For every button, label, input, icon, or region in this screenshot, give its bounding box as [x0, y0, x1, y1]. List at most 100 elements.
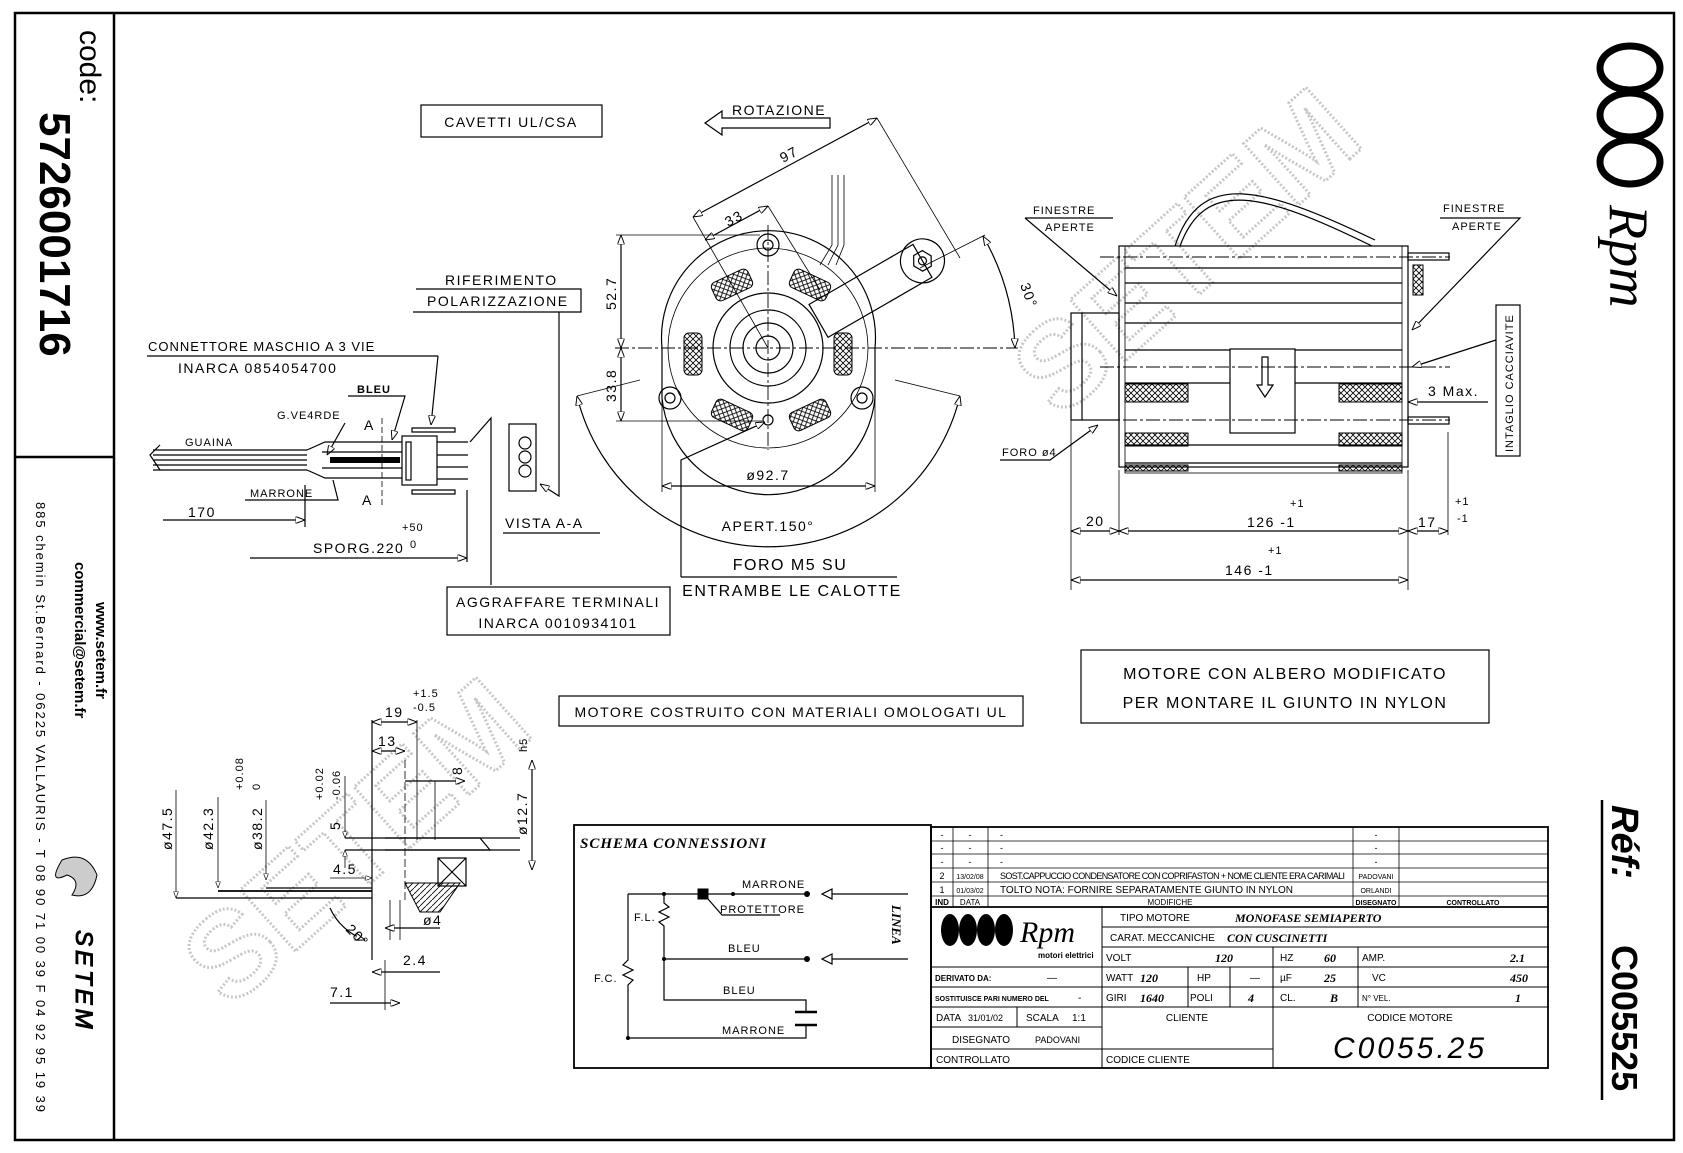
- drawing-label: INTAGLIO CACCIAVITE: [1504, 314, 1516, 452]
- drawing-label: +1.5: [413, 688, 439, 700]
- email-link[interactable]: commercial@setem.fr: [71, 562, 88, 719]
- drawing-label: —: [1250, 973, 1260, 984]
- drawing-label: 3 Max.: [1428, 383, 1479, 399]
- drawing-label: APERTE: [1045, 222, 1095, 234]
- connector-body: [401, 427, 468, 495]
- drawing-label: CODICE MOTORE: [1367, 1013, 1453, 1024]
- drawing-label: 450: [1509, 971, 1528, 985]
- rotation-indicator: ROTAZIONE: [703, 102, 831, 137]
- drawing-label: 2.1: [1509, 951, 1525, 965]
- motor-code: C0055.25: [1333, 1032, 1487, 1065]
- drawing-label: 33.8: [603, 369, 619, 402]
- drawing-label: LINEA: [889, 904, 904, 945]
- drawing-label: 4: [1247, 991, 1254, 1005]
- drawing-label: 0: [410, 539, 417, 551]
- drawing-label: IND: [935, 898, 949, 907]
- drawing-label: 97: [777, 143, 801, 166]
- drawing-border: [13, 11, 1676, 1142]
- drawing-label: MOTORE CON ALBERO MODIFICATO: [1123, 666, 1447, 683]
- drawing-label: SETEM: [70, 930, 97, 1033]
- drawing-label: 5: [327, 821, 343, 830]
- drawing-label: FINESTRE: [1033, 205, 1095, 217]
- rpm-logo-rings: [1596, 42, 1664, 188]
- drawing-label: MARRONE: [722, 1025, 785, 1037]
- drawing-label: -: [969, 843, 972, 853]
- drawing-label: PER MONTARE IL GIUNTO IN NYLON: [1123, 695, 1448, 712]
- drawing-label: N° VEL.: [1362, 994, 1391, 1003]
- drawing-label: GIRI: [1106, 993, 1127, 1004]
- ref-label: Réf:: [1603, 805, 1645, 879]
- revision-table: - - - - - - - - - - - - 2 13/02/08 SOST.…: [930, 826, 1549, 1069]
- left-strip: code: 5726001716 www.setem.fr commercial…: [15, 13, 116, 1140]
- drawing-label: -: [1000, 857, 1003, 867]
- drawing-label: 13: [378, 733, 397, 749]
- connector-detail: RIFERIMENTO POLARIZZAZIONE CONNETTORE MA…: [147, 272, 671, 636]
- drawing-label: APERT.150°: [722, 518, 815, 534]
- drawing-label: h5: [518, 738, 530, 752]
- drawing-label: 20: [1086, 513, 1105, 529]
- title-block: Rpm motori elettrici TIPO MOTORE MONOFAS…: [931, 907, 1548, 1068]
- ref-code: C005525: [1604, 945, 1645, 1091]
- drawing-label: A: [364, 417, 375, 433]
- drawing-label: -: [969, 830, 972, 840]
- drawing-label: POLARIZZAZIONE: [427, 293, 569, 309]
- drawing-label: SCALA: [1026, 1013, 1059, 1024]
- drawing-label: F.L.: [634, 912, 656, 924]
- rpm-title-logo: Rpm motori elettrici: [941, 914, 1094, 960]
- drawing-label: ROTAZIONE: [732, 102, 826, 118]
- revision-row: - - - -: [941, 843, 1378, 853]
- drawing-label: ø38.2: [249, 807, 265, 850]
- drawing-label: CLIENTE: [1166, 1013, 1209, 1024]
- drawing-label: 1:1: [1072, 1013, 1086, 1024]
- drawing-label: MOTORE COSTRUITO CON MATERIALI OMOLOGATI…: [575, 704, 1008, 720]
- drawing-label: 120: [1140, 971, 1158, 985]
- drawing-label: DATA: [936, 1013, 962, 1024]
- drawing-label: MONOFASE SEMIAPERTO: [1234, 911, 1382, 925]
- drawing-label: 60: [1324, 951, 1336, 965]
- drawing-label: 17: [1418, 514, 1437, 530]
- drawing-label: VC: [1372, 973, 1386, 984]
- note-cables: CAVETTI UL/CSA: [420, 104, 603, 138]
- drawing-label: PADOVANI: [1358, 874, 1393, 881]
- drawing-label: Rpm: [1019, 916, 1075, 949]
- drawing-label: +0.02: [314, 767, 326, 800]
- motor-front-view: 97 33 52.7 33.8 30° ø92.7 APERT.150° FOR…: [577, 118, 1041, 600]
- drawing-label: µF: [1280, 973, 1292, 984]
- address-text: 885 chemin St.Bernard - 06225 VALLAURIS …: [33, 502, 48, 1112]
- ventilation-windows: [683, 268, 853, 432]
- drawing-label: -: [941, 830, 944, 840]
- drawing-label: 1640: [1140, 991, 1164, 1005]
- drawing-label: -: [941, 857, 944, 867]
- drawing-label: SPORG.220: [313, 540, 404, 556]
- drawing-label: -0.5: [413, 702, 436, 714]
- drawing-label: CL.: [1280, 993, 1296, 1004]
- drawing-label: CODICE CLIENTE: [1106, 1055, 1190, 1066]
- drawing-label: AGGRAFFARE TERMINALI: [456, 594, 660, 610]
- capacitor: [808, 238, 946, 339]
- revision-row: - - - -: [941, 857, 1378, 867]
- drawing-label: +1: [1268, 545, 1283, 557]
- drawing-label: -: [941, 843, 944, 853]
- drawing-label: 170: [188, 504, 216, 520]
- drawing-label: -: [969, 857, 972, 867]
- note-materials: MOTORE COSTRUITO CON MATERIALI OMOLOGATI…: [558, 695, 1024, 727]
- drawing-label: 19: [385, 704, 404, 720]
- drawing-label: 01/03/02: [956, 888, 983, 895]
- drawing-label: INARCA 0010934101: [478, 615, 637, 631]
- drawing-label: -1: [1457, 513, 1469, 525]
- drawing-label: 146 -1: [1225, 562, 1274, 578]
- drawing-label: —: [1047, 973, 1057, 984]
- drawing-label: CARAT. MECCANICHE: [1110, 933, 1215, 944]
- drawing-label: 52.7: [603, 277, 619, 310]
- drawing-label: ø92.7: [746, 467, 789, 483]
- drawing-label: +0.08: [234, 757, 246, 790]
- drawing-label: ø47.5: [159, 807, 175, 850]
- code-label: code:: [73, 30, 106, 103]
- website-link[interactable]: www.setem.fr: [92, 601, 109, 699]
- drawing-label: DERIVATO DA:: [935, 974, 991, 983]
- drawing-label: FINESTRE: [1443, 203, 1505, 215]
- drawing-label: -: [1375, 857, 1378, 867]
- drawing-label: DISEGNATO: [952, 1035, 1010, 1046]
- drawing-label: 25: [1323, 971, 1336, 985]
